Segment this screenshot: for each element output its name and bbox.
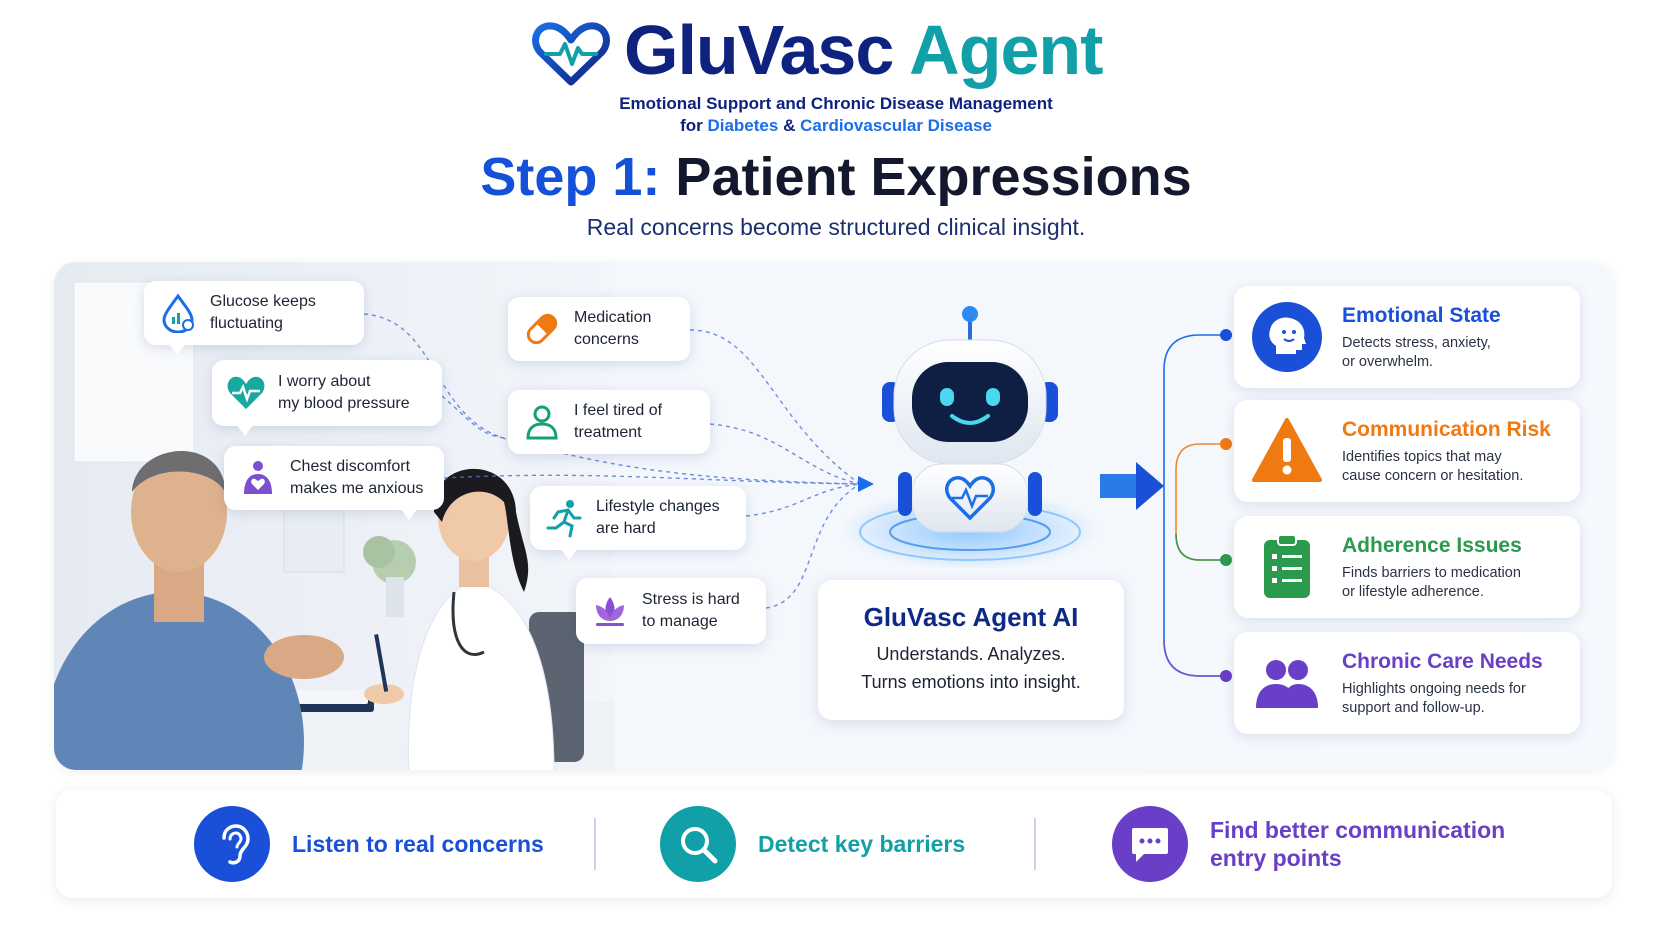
concern-bubble-chest: Chest discomfort makes me anxious [224,446,444,520]
bubble-tail [168,343,186,355]
output-desc: Finds barriers to medication or lifestyl… [1342,565,1521,600]
concern-text: I worry about my blood pressure [278,373,410,412]
bubble-tail [560,548,578,560]
lotus-icon [590,591,630,631]
robot-agent-icon [840,306,1100,570]
output-desc: Highlights ongoing needs for support and… [1342,681,1526,716]
chat-icon [1112,806,1188,882]
people-icon [1252,648,1322,718]
bubble-tail [236,424,254,436]
output-desc: Identifies topics that may cause concern… [1342,449,1524,484]
output-card-chronic-care-needs: Chronic Care Needs Highlights ongoing ne… [1234,632,1580,734]
output-desc: Detects stress, anxiety, or overwhelm. [1342,335,1491,370]
concern-bubble-glucose: Glucose keeps fluctuating [144,281,364,355]
tagline-cardio: Cardiovascular Disease [800,116,992,135]
output-title: Adherence Issues [1342,534,1522,557]
output-title: Chronic Care Needs [1342,650,1543,673]
concern-bubble-stress: Stress is hard to manage [576,578,766,644]
divider [1034,818,1036,870]
step-label: Step 1: [480,147,661,207]
concern-text: Glucose keeps fluctuating [210,293,316,332]
brand-title: GluVasc Agent [624,8,1103,92]
subtitle: Real concerns become structured clinical… [586,214,1086,240]
tagline-diabetes: Diabetes [707,116,779,135]
running-icon [544,498,584,538]
magnifier-icon [660,806,736,882]
tagline-amp: & [783,116,796,135]
divider [594,818,596,870]
agent-title: GluVasc Agent AI [863,602,1079,632]
person-icon [522,402,562,442]
concern-text: Chest discomfort makes me anxious [290,458,424,497]
brand-part-1: GluVasc [624,11,894,89]
output-title: Communication Risk [1342,418,1551,441]
bottom-item-communication: Find better communication entry points [1112,806,1505,882]
concern-text: Lifestyle changes are hard [596,498,720,537]
step-heading: Step 1: Patient Expressions [0,146,1672,208]
concern-bubble-blood-pressure: I worry about my blood pressure [212,360,442,436]
bottom-label: Detect key barriers [758,831,966,857]
bottom-item-detect: Detect key barriers [660,806,965,882]
concern-bubble-tired: I feel tired of treatment [508,390,710,454]
tagline-line-1: Emotional Support and Chronic Disease Ma… [619,94,1053,113]
brand-part-2: Agent [909,11,1103,89]
warning-icon [1252,416,1322,486]
bottom-label: Listen to real concerns [292,831,544,857]
bottom-label: Find better communication entry points [1210,817,1506,871]
bubble-tail [400,508,418,520]
emotion-face-icon [1252,302,1322,372]
step-title: Patient Expressions [675,147,1192,207]
glucose-drop-icon [158,293,198,333]
concern-bubble-medication: Medication concerns [508,297,690,361]
heart-pulse-icon [226,373,266,413]
output-card-communication-risk: Communication Risk Identifies topics tha… [1234,400,1580,502]
chest-heart-icon [238,458,278,498]
output-card-emotional-state: Emotional State Detects stress, anxiety,… [1234,286,1580,388]
bottom-item-listen: Listen to real concerns [194,806,544,882]
concern-text: Stress is hard to manage [642,591,740,630]
agent-line-1: Understands. Analyzes. [876,644,1066,664]
heart-pulse-logo-icon [532,22,610,86]
ear-icon [194,806,270,882]
clipboard-icon [1252,532,1322,602]
tagline-line-2: for Diabetes & Cardiovascular Disease [0,116,1672,136]
output-title: Emotional State [1342,304,1501,327]
pill-icon [522,309,562,349]
agent-summary-card: GluVasc Agent AI Understands. Analyzes. … [818,580,1124,720]
concern-text: I feel tired of treatment [574,402,663,441]
concern-text: Medication concerns [574,309,652,348]
output-card-adherence-issues: Adherence Issues Finds barriers to medic… [1234,516,1580,618]
tagline-prefix: for [680,116,703,135]
bottom-bar [56,790,1612,898]
agent-line-2: Turns emotions into insight. [861,672,1081,692]
concern-bubble-lifestyle: Lifestyle changes are hard [530,486,746,560]
